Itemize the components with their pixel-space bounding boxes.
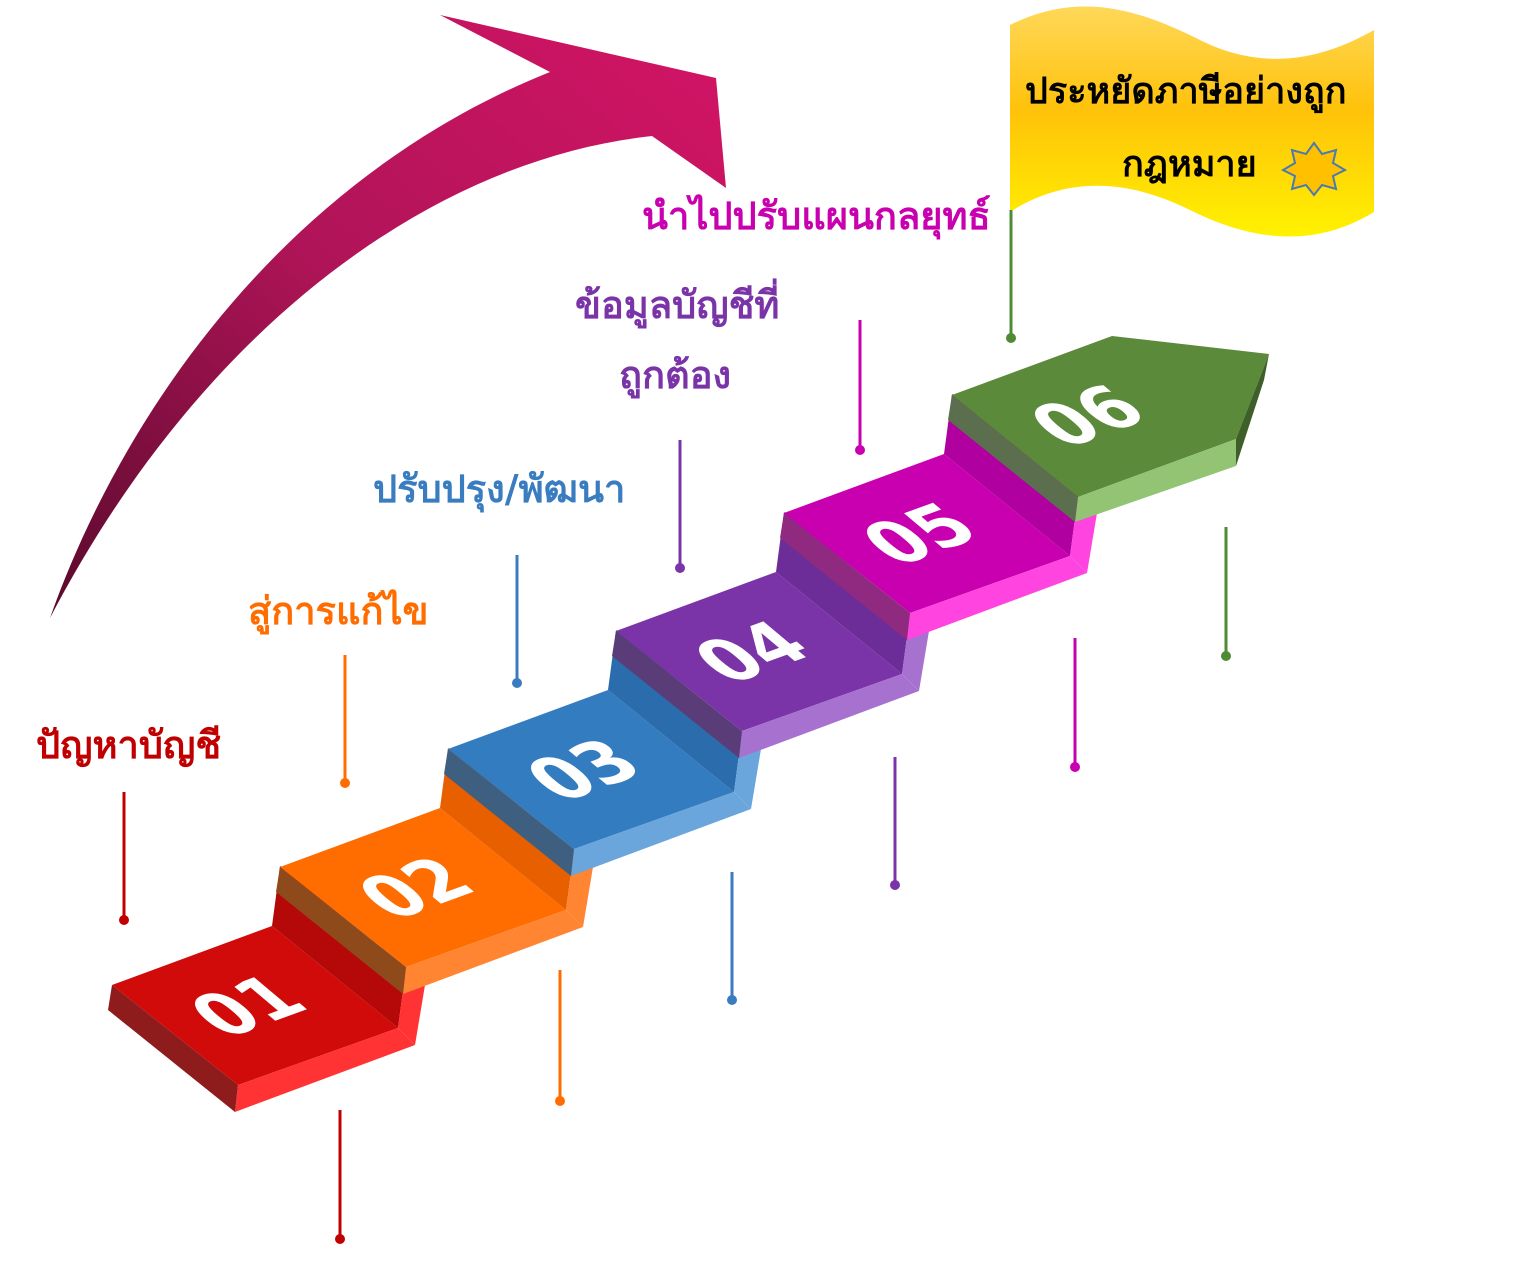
arrow-step-front-face	[1075, 439, 1236, 522]
upper-pin-dot-3	[512, 678, 522, 688]
lower-pin-dot-4	[890, 880, 900, 890]
step-left-edge	[612, 631, 742, 758]
flag-banner	[1010, 6, 1374, 237]
lower-pin-dot-2	[555, 1096, 565, 1106]
flag-title-line1: ประหยัดภาษีอย่างถูก	[1025, 70, 1347, 112]
step-1: 01	[108, 866, 425, 1112]
step-6: 06	[948, 336, 1269, 522]
upper-pin-dot-1	[119, 915, 129, 925]
step-front-face	[739, 674, 919, 758]
lower-pin-dot-6	[1221, 651, 1231, 661]
step-left-edge	[276, 867, 406, 994]
arrow-step-top-face	[952, 336, 1269, 497]
step-1-label: ปัญหาบัญชี	[36, 722, 222, 767]
step-left-edge	[948, 395, 1078, 522]
lower-pin-dot-3	[727, 995, 737, 1005]
step-5-label: นำไปปรับแผนกลยุทธ์	[642, 193, 991, 238]
flag-title-line2: กฎหมาย	[1122, 143, 1257, 185]
step-3: 03	[444, 630, 761, 876]
upper-pin-dot-5	[855, 445, 865, 455]
step-2-label: สู่การแก้ไข	[248, 588, 429, 633]
step-left-edge	[444, 749, 574, 876]
step-front-face	[571, 792, 751, 876]
step-top-face	[280, 808, 566, 967]
lower-pin-dot-1	[335, 1234, 345, 1244]
step-5: 05	[780, 394, 1097, 640]
step-4-label-line2: ถูกต้อง	[619, 352, 732, 397]
step-front-face	[403, 910, 583, 994]
step-4-label-line1: ข้อมูลบัญชีที่	[575, 282, 780, 327]
star-icon	[1280, 141, 1348, 197]
arrow-step-tip-face	[1236, 354, 1269, 466]
step-top-face	[784, 454, 1070, 613]
upper-pin-dot-6	[1006, 333, 1016, 343]
step-left-edge	[108, 985, 238, 1112]
lower-pin-dot-5	[1070, 762, 1080, 772]
growth-arrow	[50, 15, 726, 618]
step-top-face	[112, 926, 398, 1085]
step-3-label: ปรับปรุง/พัฒนา	[373, 466, 626, 511]
step-front-face	[235, 1028, 415, 1112]
step-front-face	[907, 556, 1087, 640]
upper-pin-dot-4	[675, 563, 685, 573]
upper-pin-dot-2	[340, 778, 350, 788]
step-top-face	[448, 690, 734, 849]
step-left-edge	[780, 513, 910, 640]
step-top-face	[616, 572, 902, 731]
